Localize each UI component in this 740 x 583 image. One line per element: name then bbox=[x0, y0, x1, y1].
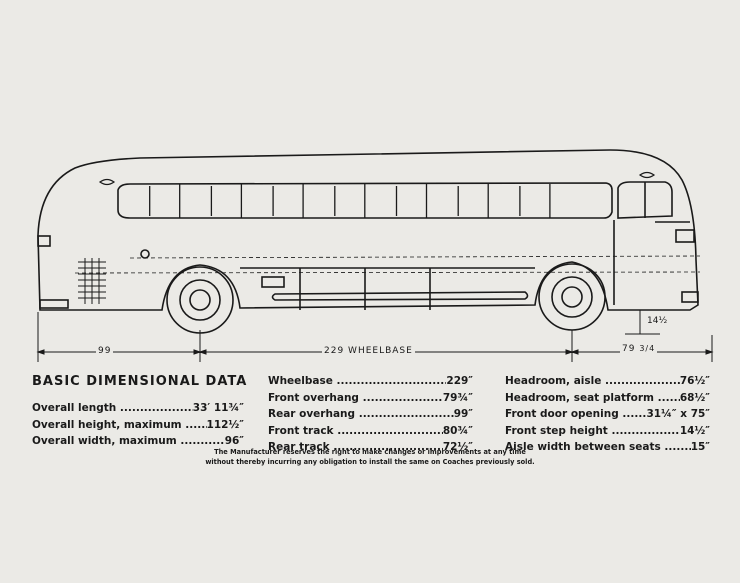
dimension-label: Headroom, aisle bbox=[505, 373, 680, 390]
dimension-value: 79¾″ bbox=[442, 391, 473, 404]
dimension-value: 33′ 11¾″ bbox=[192, 402, 244, 414]
rear-overhang-dimension: 99 bbox=[96, 346, 114, 356]
dimension-label: Wheelbase bbox=[268, 373, 446, 390]
dimension-value: 31¼″ x 75″ bbox=[646, 408, 710, 420]
dimension-row: Front track80¾″ bbox=[268, 423, 473, 440]
dimension-row: Overall width, maximum96″ bbox=[32, 433, 244, 450]
step-height-dimension: 14½ bbox=[645, 316, 670, 326]
dimension-label: Overall height, maximum bbox=[32, 417, 207, 434]
dimension-label: Headroom, seat platform bbox=[505, 390, 680, 407]
dimension-row: Aisle width between seats15″ bbox=[505, 439, 710, 456]
dimension-row: Front door opening31¼″ x 75″ bbox=[505, 406, 710, 423]
dimension-label: Front step height bbox=[505, 423, 680, 440]
front-overhang-value: 79 bbox=[622, 344, 636, 354]
dimension-value: 96″ bbox=[224, 435, 244, 447]
dimension-value: 76½″ bbox=[679, 375, 710, 387]
disclaimer-line: without thereby incurring any obligation… bbox=[205, 458, 535, 466]
dimension-label: Aisle width between seats bbox=[505, 439, 691, 456]
dimension-value: 14½″ bbox=[679, 424, 710, 437]
dimension-row: Rear track72½″ bbox=[268, 439, 473, 456]
dimension-label: Front overhang bbox=[268, 390, 443, 407]
dimension-value: 229″ bbox=[446, 375, 473, 387]
manufacturer-disclaimer: The Manufacturer reserves the right to m… bbox=[0, 447, 740, 467]
wheelbase-dimension: 229 WHEELBASE bbox=[322, 346, 415, 356]
dimension-value: 68½″ bbox=[679, 391, 710, 404]
dimension-value: 80¾″ bbox=[442, 424, 473, 437]
dimension-label: Front door opening bbox=[505, 406, 646, 423]
dimension-row: Headroom, seat platform68½″ bbox=[505, 390, 710, 407]
disclaimer-line: The Manufacturer reserves the right to m… bbox=[214, 448, 526, 456]
dimension-value: 112½″ bbox=[206, 418, 244, 431]
front-overhang-dimension: 79 3/4 bbox=[620, 344, 658, 354]
dimension-row: Front overhang79¾″ bbox=[268, 390, 473, 407]
dimension-row: Front step height14½″ bbox=[505, 423, 710, 440]
dimension-row: Overall length33′ 11¾″ bbox=[32, 400, 244, 417]
dimension-column-1: Overall length33′ 11¾″Overall height, ma… bbox=[32, 400, 244, 450]
dimension-column-2: Wheelbase229″Front overhang79¾″Rear over… bbox=[268, 373, 473, 456]
dimension-value: 15″ bbox=[690, 441, 710, 453]
dimension-column-3: Headroom, aisle76½″Headroom, seat platfo… bbox=[505, 373, 710, 456]
section-title: BASIC DIMENSIONAL DATA bbox=[32, 374, 248, 389]
dimension-label: Overall length bbox=[32, 400, 193, 417]
dimension-value: 72½″ bbox=[442, 441, 473, 453]
dimension-label: Front track bbox=[268, 423, 443, 440]
front-overhang-fraction: 3/4 bbox=[639, 344, 656, 353]
dimension-row: Headroom, aisle76½″ bbox=[505, 373, 710, 390]
dimension-row: Rear overhang99″ bbox=[268, 406, 473, 423]
dimension-value: 99″ bbox=[453, 408, 473, 420]
dimension-row: Wheelbase229″ bbox=[268, 373, 473, 390]
dimension-label: Rear overhang bbox=[268, 406, 454, 423]
dimension-label: Rear track bbox=[268, 439, 443, 456]
dimension-row: Overall height, maximum112½″ bbox=[32, 417, 244, 434]
dimension-label: Overall width, maximum bbox=[32, 433, 225, 450]
